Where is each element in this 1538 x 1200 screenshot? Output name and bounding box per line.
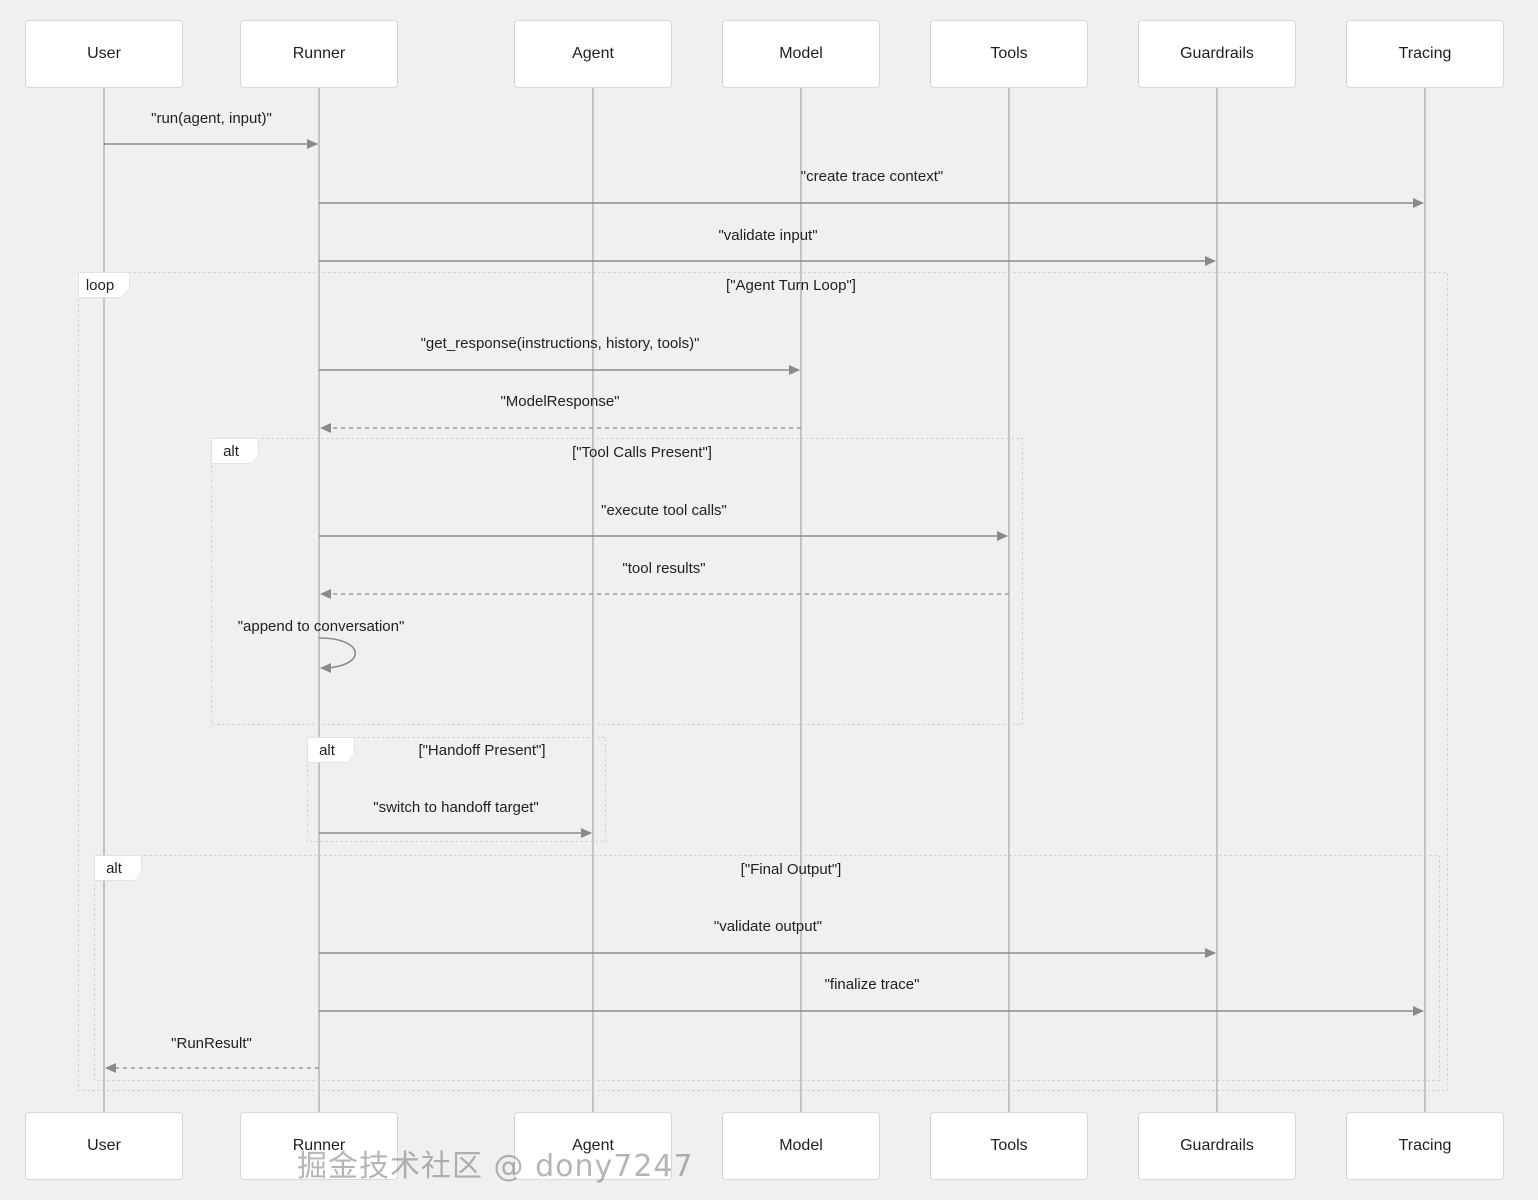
fragment-condition-alt-tool-calls: ["Tool Calls Present"] [572,444,712,461]
fragment-condition-alt-handoff: ["Handoff Present"] [418,742,546,759]
message-label-m4: "get_response(instructions, history, too… [420,335,700,352]
actor-box-model-bottom[interactable]: Model [722,1112,880,1180]
fragment-kind-label-loop-agent-turn: loop [78,272,130,298]
watermark: 掘金技术社区 @ dony7247 [297,1149,694,1184]
actor-box-tools-top[interactable]: Tools [930,20,1088,88]
actor-label-tracing: Tracing [1398,1137,1452,1154]
message-label-m6: "execute tool calls" [601,502,727,519]
fragment-kind-label-alt-handoff: alt [307,737,355,763]
fragment-borders-group [78,272,1448,1091]
message-label-m3: "validate input" [718,227,818,244]
actor-label-runner: Runner [292,45,346,62]
message-label-m8: "append to conversation" [237,618,405,635]
message-label-m10: "validate output" [713,918,823,935]
actor-label-guardrails: Guardrails [1180,45,1254,62]
actor-label-agent: Agent [572,1137,614,1154]
fragment-condition-alt-final-output: ["Final Output"] [740,861,842,878]
actor-label-user: User [87,45,121,62]
actor-label-model: Model [779,45,823,62]
fragment-border-alt-handoff [307,737,606,842]
message-label-m7: "tool results" [622,560,706,577]
message-label-m11: "finalize trace" [824,976,920,993]
fragment-kind-label-alt-tool-calls: alt [211,438,259,464]
actor-label-model: Model [779,1137,823,1154]
fragment-border-alt-final-output [94,855,1440,1081]
actor-label-tools: Tools [990,45,1028,62]
actor-box-runner-top[interactable]: Runner [240,20,398,88]
actor-box-guardrails-top[interactable]: Guardrails [1138,20,1296,88]
actor-box-agent-top[interactable]: Agent [514,20,672,88]
actor-box-runner-bottom[interactable]: Runner [240,1112,398,1180]
message-label-m12: "RunResult" [171,1035,252,1052]
actor-box-tracing-top[interactable]: Tracing [1346,20,1504,88]
actor-label-agent: Agent [572,45,614,62]
fragment-kind-label-alt-final-output: alt [94,855,142,881]
actor-box-guardrails-bottom[interactable]: Guardrails [1138,1112,1296,1180]
message-label-m2: "create trace context" [800,168,944,185]
message-label-m1: "run(agent, input)" [151,110,272,127]
lifelines-group [103,88,1426,1112]
fragment-border-alt-tool-calls [211,438,1023,725]
actor-box-agent-bottom[interactable]: Agent [514,1112,672,1180]
actor-label-runner: Runner [292,1137,346,1154]
message-label-m5: "ModelResponse" [500,393,620,410]
message-arrows-group [104,139,1424,1073]
actor-label-guardrails: Guardrails [1180,1137,1254,1154]
actor-box-tracing-bottom[interactable]: Tracing [1346,1112,1504,1180]
actor-label-tracing: Tracing [1398,45,1452,62]
fragment-border-loop-agent-turn [78,272,1448,1091]
self-message-arrow-m8 [318,637,357,673]
actor-box-model-top[interactable]: Model [722,20,880,88]
actor-label-tools: Tools [990,1137,1028,1154]
actor-box-user-top[interactable]: User [25,20,183,88]
message-label-m9: "switch to handoff target" [373,799,539,816]
actor-box-tools-bottom[interactable]: Tools [930,1112,1088,1180]
actor-box-user-bottom[interactable]: User [25,1112,183,1180]
fragment-condition-loop-agent-turn: ["Agent Turn Loop"] [726,277,856,294]
actor-label-user: User [87,1137,121,1154]
